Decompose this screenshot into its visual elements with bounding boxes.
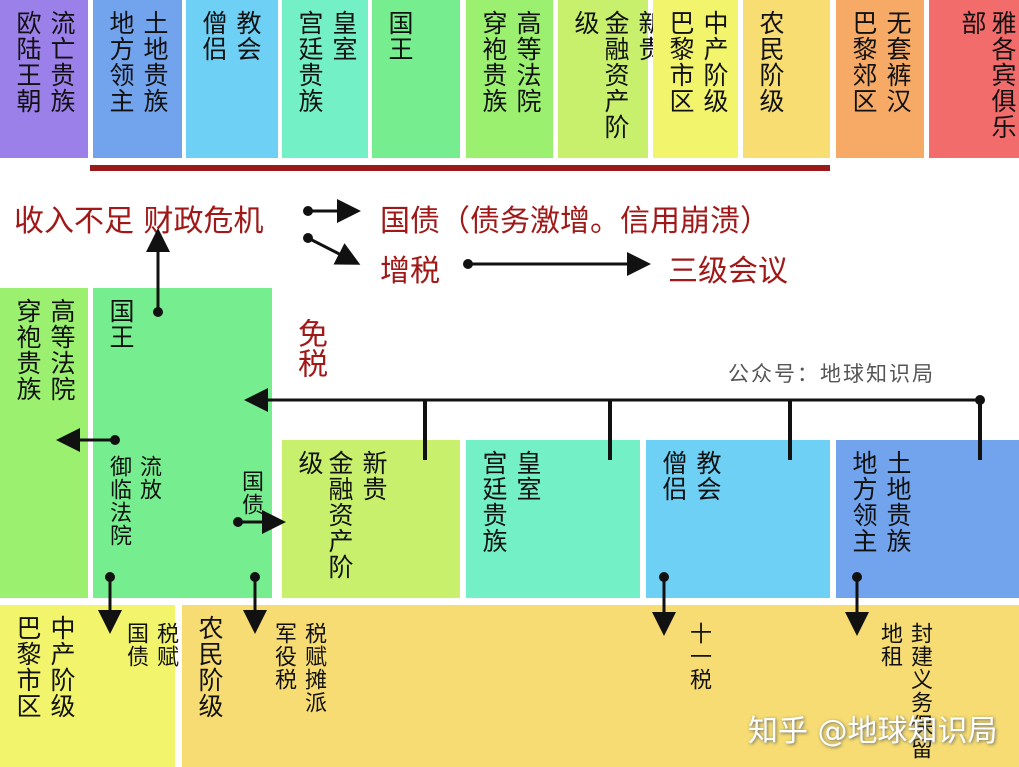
label: 中产阶级 <box>47 615 76 719</box>
label: 雅各宾俱乐部 <box>958 10 1017 140</box>
tax-text: 增税 <box>380 254 440 289</box>
exempt-text: 免税 <box>292 318 327 378</box>
top-box-emigres: 欧陆王朝流亡贵族 <box>0 0 88 158</box>
label: 十一税 <box>686 622 711 691</box>
footer-credit: 知乎 @地球知识局 <box>748 714 998 749</box>
box-financiers: 金融资产阶级新贵 <box>282 440 460 598</box>
top-box-parlement: 穿袍贵族高等法院 <box>466 0 553 158</box>
box-king: 国王 <box>93 288 272 598</box>
label: 军役税 <box>271 622 296 691</box>
label: 封建义务保留 <box>907 622 932 760</box>
crisis-text: 收入不足 财政危机 <box>14 204 264 239</box>
top-box-royal: 宫廷贵族皇室 <box>282 0 368 158</box>
label: 穿袍贵族 <box>13 298 42 402</box>
label: 僧侣 <box>659 450 688 502</box>
label: 新贵 <box>359 450 388 502</box>
top-box-lords: 地方领主土地贵族 <box>93 0 182 158</box>
label: 税赋摊派 <box>301 622 326 714</box>
label: 巴黎郊区 <box>849 10 878 114</box>
exile-note: 御临法院流放 <box>93 445 161 547</box>
debt-text: 国债（债务激增。信用崩溃） <box>380 204 770 239</box>
label: 国债 <box>123 622 148 668</box>
label: 地租 <box>877 622 902 668</box>
label: 流亡贵族 <box>47 10 76 114</box>
label: 教会 <box>693 450 722 502</box>
label: 金融资产阶级 <box>571 10 630 140</box>
box-church: 僧侣教会 <box>646 440 830 598</box>
label: 高等法院 <box>513 10 542 114</box>
label: 流放 <box>136 455 161 501</box>
label: 宫廷贵族 <box>479 450 508 554</box>
label: 无套裤汉 <box>883 10 912 114</box>
estates-text: 三级会议 <box>668 254 788 289</box>
top-box-church: 僧侣教会 <box>186 0 278 158</box>
box-lords: 地方领主土地贵族 <box>836 440 1019 598</box>
top-box-financiers: 金融资产阶级新贵 <box>558 0 664 158</box>
label: 宫廷贵族 <box>295 10 324 114</box>
label: 国王 <box>106 298 135 350</box>
king-debt-note: 国债 <box>225 460 263 516</box>
label: 穿袍贵族 <box>479 10 508 114</box>
label: 中产阶级 <box>700 10 729 114</box>
label: 皇室 <box>329 10 358 62</box>
arrow-to-tax <box>307 236 361 265</box>
top-box-peasants: 农民阶级 <box>743 0 830 158</box>
box-middle-class: 巴黎市区中产阶级 <box>0 605 175 767</box>
label: 巴黎市区 <box>666 10 695 114</box>
mc-notes: 国债税赋 <box>110 612 178 668</box>
label: 国王 <box>385 10 414 62</box>
label: 农民阶级 <box>195 615 224 719</box>
top-box-jacobins: 雅各宾俱乐部 <box>929 0 1019 158</box>
label: 教会 <box>233 10 262 62</box>
top-box-bourgeoisie: 巴黎市区中产阶级 <box>653 0 738 158</box>
top-box-sansculottes: 巴黎郊区无套裤汉 <box>836 0 924 158</box>
label: 僧侣 <box>199 10 228 62</box>
label: 地方领主 <box>106 10 135 114</box>
feudal-note: 地租封建义务保留 <box>864 612 932 760</box>
box-royal: 宫廷贵族皇室 <box>466 440 640 598</box>
peasant-notes: 军役税税赋摊派 <box>258 612 326 714</box>
label: 巴黎市区 <box>13 615 42 719</box>
label: 地方领主 <box>849 450 878 554</box>
label: 高等法院 <box>47 298 76 402</box>
watermark-text: 公众号：地球知识局 <box>728 362 935 386</box>
label: 御临法院 <box>106 455 131 547</box>
label: 税赋 <box>153 622 178 668</box>
label: 土地贵族 <box>883 450 912 554</box>
top-box-king: 国王 <box>372 0 460 158</box>
box-peasants: 农民阶级 <box>182 605 1019 767</box>
label: 欧陆王朝 <box>13 10 42 114</box>
label: 金融资产阶级 <box>295 450 354 580</box>
label: 土地贵族 <box>140 10 169 114</box>
label: 农民阶级 <box>756 10 785 114</box>
label: 国债 <box>238 470 263 516</box>
label: 皇室 <box>513 450 542 502</box>
tithe-note: 十一税 <box>673 612 711 691</box>
